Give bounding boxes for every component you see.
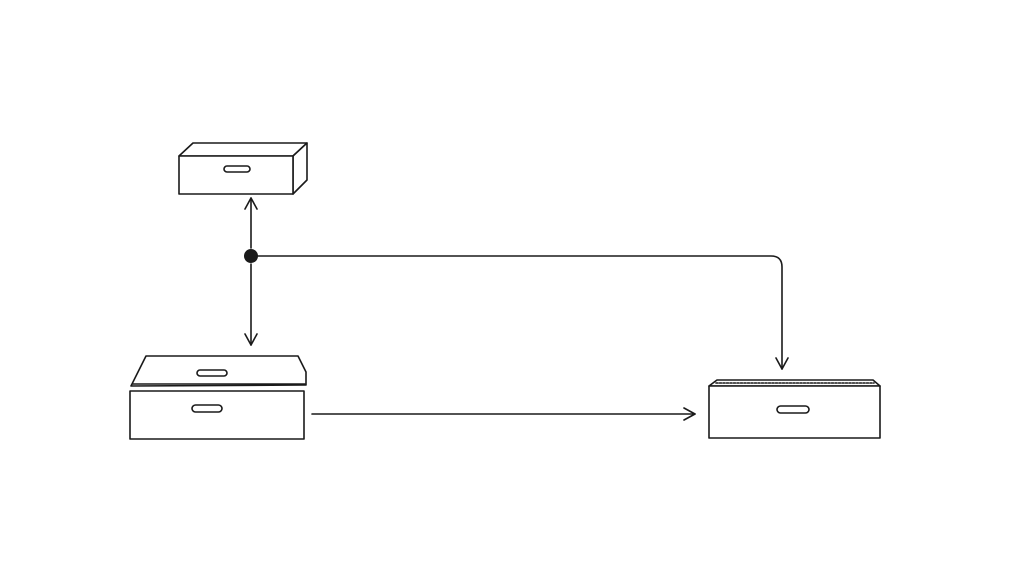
bottom-left-chest	[129, 355, 307, 440]
open-tray-icon	[708, 379, 881, 439]
right-open-tray	[708, 379, 881, 439]
arrow-junction-to-tray	[257, 255, 789, 370]
chest-icon	[129, 355, 307, 440]
junction-dot	[244, 249, 258, 263]
top-drawer-box	[178, 142, 308, 195]
drawer-box-icon	[178, 142, 308, 195]
connections	[244, 197, 789, 421]
